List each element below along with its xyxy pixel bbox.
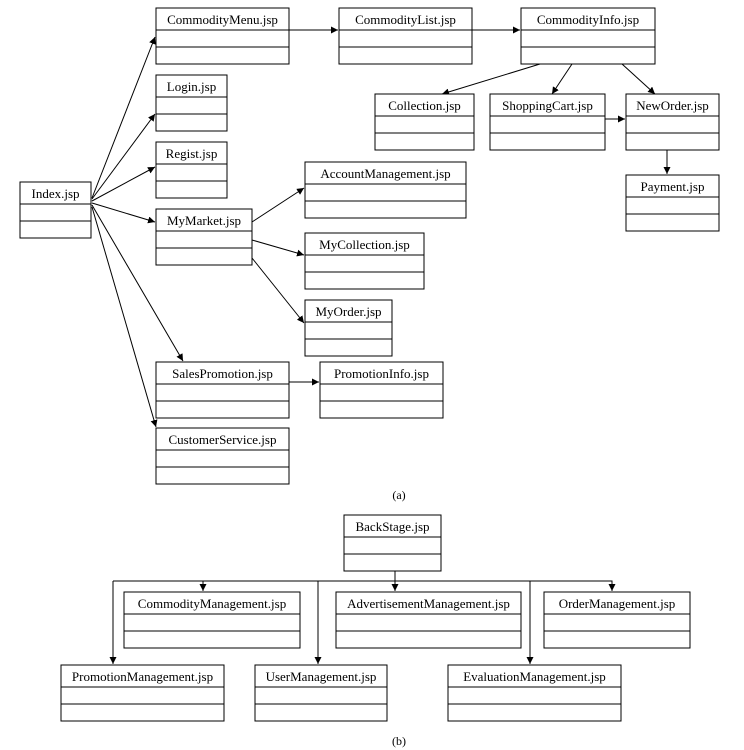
page-box-frame	[625, 93, 720, 151]
page-box-frame	[489, 93, 606, 151]
link-my-market-to-account-management	[251, 187, 305, 223]
page-box-my-order: MyOrder.jsp	[304, 299, 393, 357]
page-box-frame	[304, 232, 425, 290]
page-label-index: Index.jsp	[31, 186, 79, 201]
link-commodity-info-to-shopping-cart	[551, 63, 573, 95]
page-label-shopping-cart: ShoppingCart.jsp	[502, 98, 593, 113]
link-backstage-to-commodity-management	[113, 580, 207, 591]
page-label-new-order: NewOrder.jsp	[636, 98, 709, 113]
link-my-market-to-my-order	[251, 257, 305, 324]
page-box-frame	[155, 208, 253, 266]
page-box-commodity-info: CommodityInfo.jsp	[520, 7, 656, 65]
page-label-order-management: OrderManagement.jsp	[559, 596, 676, 611]
page-box-sales-promotion: SalesPromotion.jsp	[155, 361, 290, 419]
page-box-frame	[625, 174, 720, 232]
page-label-commodity-list: CommodityList.jsp	[355, 12, 456, 27]
page-box-backstage: BackStage.jsp	[343, 514, 442, 572]
link-my-market-to-my-collection	[251, 239, 305, 257]
link-index-to-my-market	[91, 202, 156, 224]
page-box-frame	[155, 74, 228, 132]
page-label-account-management: AccountManagement.jsp	[320, 166, 450, 181]
page-box-evaluation-management: EvaluationManagement.jsp	[447, 664, 622, 722]
page-box-account-management: AccountManagement.jsp	[304, 161, 467, 219]
page-label-my-collection: MyCollection.jsp	[319, 237, 410, 252]
page-box-commodity-management: CommodityManagement.jsp	[123, 591, 301, 649]
page-box-frame	[304, 161, 467, 219]
page-label-my-order: MyOrder.jsp	[315, 304, 381, 319]
link-index-to-customer-service	[91, 206, 158, 428]
link-index-to-sales-promotion	[91, 204, 184, 362]
page-box-frame	[155, 141, 228, 199]
page-box-frame	[60, 664, 225, 722]
page-box-commodity-list: CommodityList.jsp	[338, 7, 473, 65]
page-box-regist: Regist.jsp	[155, 141, 228, 199]
page-label-promotion-info: PromotionInfo.jsp	[334, 366, 429, 381]
page-box-user-management: UserManagement.jsp	[254, 664, 388, 722]
page-label-sales-promotion: SalesPromotion.jsp	[172, 366, 273, 381]
page-label-customer-service: CustomerService.jsp	[169, 432, 277, 447]
page-box-frame	[155, 7, 290, 65]
page-box-login: Login.jsp	[155, 74, 228, 132]
page-box-frame	[338, 7, 473, 65]
page-box-frame	[304, 299, 393, 357]
page-box-commodity-menu: CommodityMenu.jsp	[155, 7, 290, 65]
link-index-to-login	[91, 113, 156, 200]
page-box-new-order: NewOrder.jsp	[625, 93, 720, 151]
page-box-my-market: MyMarket.jsp	[155, 208, 253, 266]
page-box-order-management: OrderManagement.jsp	[543, 591, 691, 649]
page-label-commodity-management: CommodityManagement.jsp	[138, 596, 286, 611]
page-box-frame	[155, 427, 290, 485]
boxes-layer: Index.jsp CommodityMenu.jsp CommodityList.…	[19, 7, 720, 722]
page-label-backstage: BackStage.jsp	[355, 519, 429, 534]
link-commodity-info-to-new-order	[621, 63, 656, 95]
page-label-collection: Collection.jsp	[388, 98, 461, 113]
page-box-customer-service: CustomerService.jsp	[155, 427, 290, 485]
page-box-index: Index.jsp	[19, 181, 92, 239]
page-label-advertisement-management: AdvertisementManagement.jsp	[347, 596, 510, 611]
page-label-regist: Regist.jsp	[166, 146, 218, 161]
page-box-payment: Payment.jsp	[625, 174, 720, 232]
page-box-collection: Collection.jsp	[374, 93, 475, 151]
page-box-frame	[123, 591, 301, 649]
page-box-my-collection: MyCollection.jsp	[304, 232, 425, 290]
page-label-commodity-info: CommodityInfo.jsp	[537, 12, 639, 27]
page-box-frame	[447, 664, 622, 722]
page-box-frame	[319, 361, 444, 419]
page-label-login: Login.jsp	[167, 79, 216, 94]
page-label-payment: Payment.jsp	[641, 179, 705, 194]
page-box-frame	[374, 93, 475, 151]
caption-b: (b)	[392, 734, 406, 748]
edges-layer	[91, 26, 671, 664]
page-label-user-management: UserManagement.jsp	[266, 669, 377, 684]
page-box-frame	[254, 664, 388, 722]
link-commodity-info-to-collection	[441, 63, 541, 96]
page-box-frame	[335, 591, 522, 649]
page-label-evaluation-management: EvaluationManagement.jsp	[463, 669, 606, 684]
page-box-promotion-management: PromotionManagement.jsp	[60, 664, 225, 722]
page-box-frame	[520, 7, 656, 65]
page-box-promotion-info: PromotionInfo.jsp	[319, 361, 444, 419]
page-label-commodity-menu: CommodityMenu.jsp	[167, 12, 278, 27]
page-box-frame	[155, 361, 290, 419]
page-box-advertisement-management: AdvertisementManagement.jsp	[335, 591, 522, 649]
page-box-frame	[19, 181, 92, 239]
link-index-to-commodity-menu	[91, 36, 156, 199]
link-index-to-regist	[91, 166, 156, 202]
page-label-my-market: MyMarket.jsp	[167, 213, 241, 228]
page-box-frame	[343, 514, 442, 572]
caption-a: (a)	[392, 488, 405, 502]
page-box-shopping-cart: ShoppingCart.jsp	[489, 93, 606, 151]
link-backstage-to-order-management	[530, 580, 616, 591]
page-label-promotion-management: PromotionManagement.jsp	[72, 669, 213, 684]
page-box-frame	[543, 591, 691, 649]
